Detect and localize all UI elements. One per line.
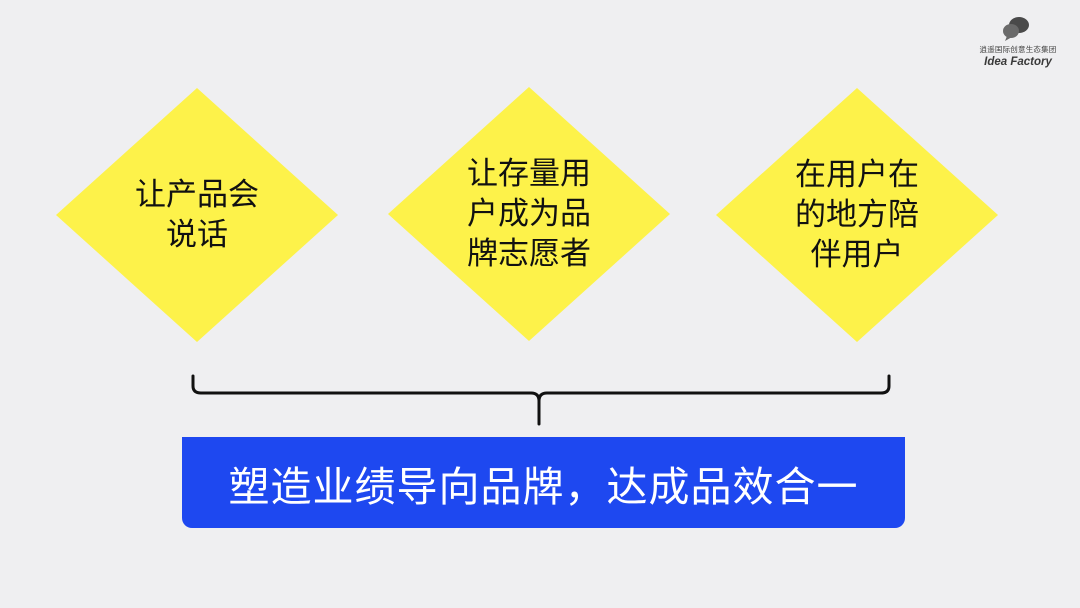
logo-chinese-text: 逍遥国际创意生态集团 bbox=[979, 45, 1057, 54]
pillar-diamond-3: 在用户在 的地方陪 伴用户 bbox=[716, 88, 998, 342]
pillar-line: 伴用户 bbox=[810, 237, 904, 273]
pillar-line: 的地方陪 bbox=[795, 197, 919, 233]
conclusion-banner: 塑造业绩导向品牌，达成品效合一 bbox=[182, 437, 905, 528]
diamond-shape bbox=[388, 87, 670, 341]
pillar-line: 户成为品 bbox=[467, 196, 591, 232]
diamond-shape bbox=[56, 88, 338, 342]
pillar-diamond-1: 让产品会 说话 bbox=[56, 88, 338, 342]
grouping-brace bbox=[191, 374, 891, 426]
pillar-line: 让存量用 bbox=[467, 156, 591, 192]
pillar-line: 让产品会 bbox=[135, 177, 259, 213]
logo: 逍遥国际创意生态集团 Idea Factory bbox=[976, 16, 1060, 74]
pillar-text: 让产品会 说话 bbox=[56, 88, 338, 342]
pillar-text: 让存量用 户成为品 牌志愿者 bbox=[388, 87, 670, 341]
pillar-line: 在用户在 bbox=[795, 157, 919, 193]
pillar-diamond-2: 让存量用 户成为品 牌志愿者 bbox=[388, 87, 670, 341]
speech-bubbles-icon bbox=[1003, 17, 1029, 41]
pillar-line: 说话 bbox=[166, 217, 228, 253]
pillar-line: 牌志愿者 bbox=[467, 236, 591, 272]
diamond-shape bbox=[716, 88, 998, 342]
conclusion-text: 塑造业绩导向品牌，达成品效合一 bbox=[228, 462, 859, 511]
logo-english-text: Idea Factory bbox=[984, 56, 1052, 68]
pillar-text: 在用户在 的地方陪 伴用户 bbox=[716, 88, 998, 342]
